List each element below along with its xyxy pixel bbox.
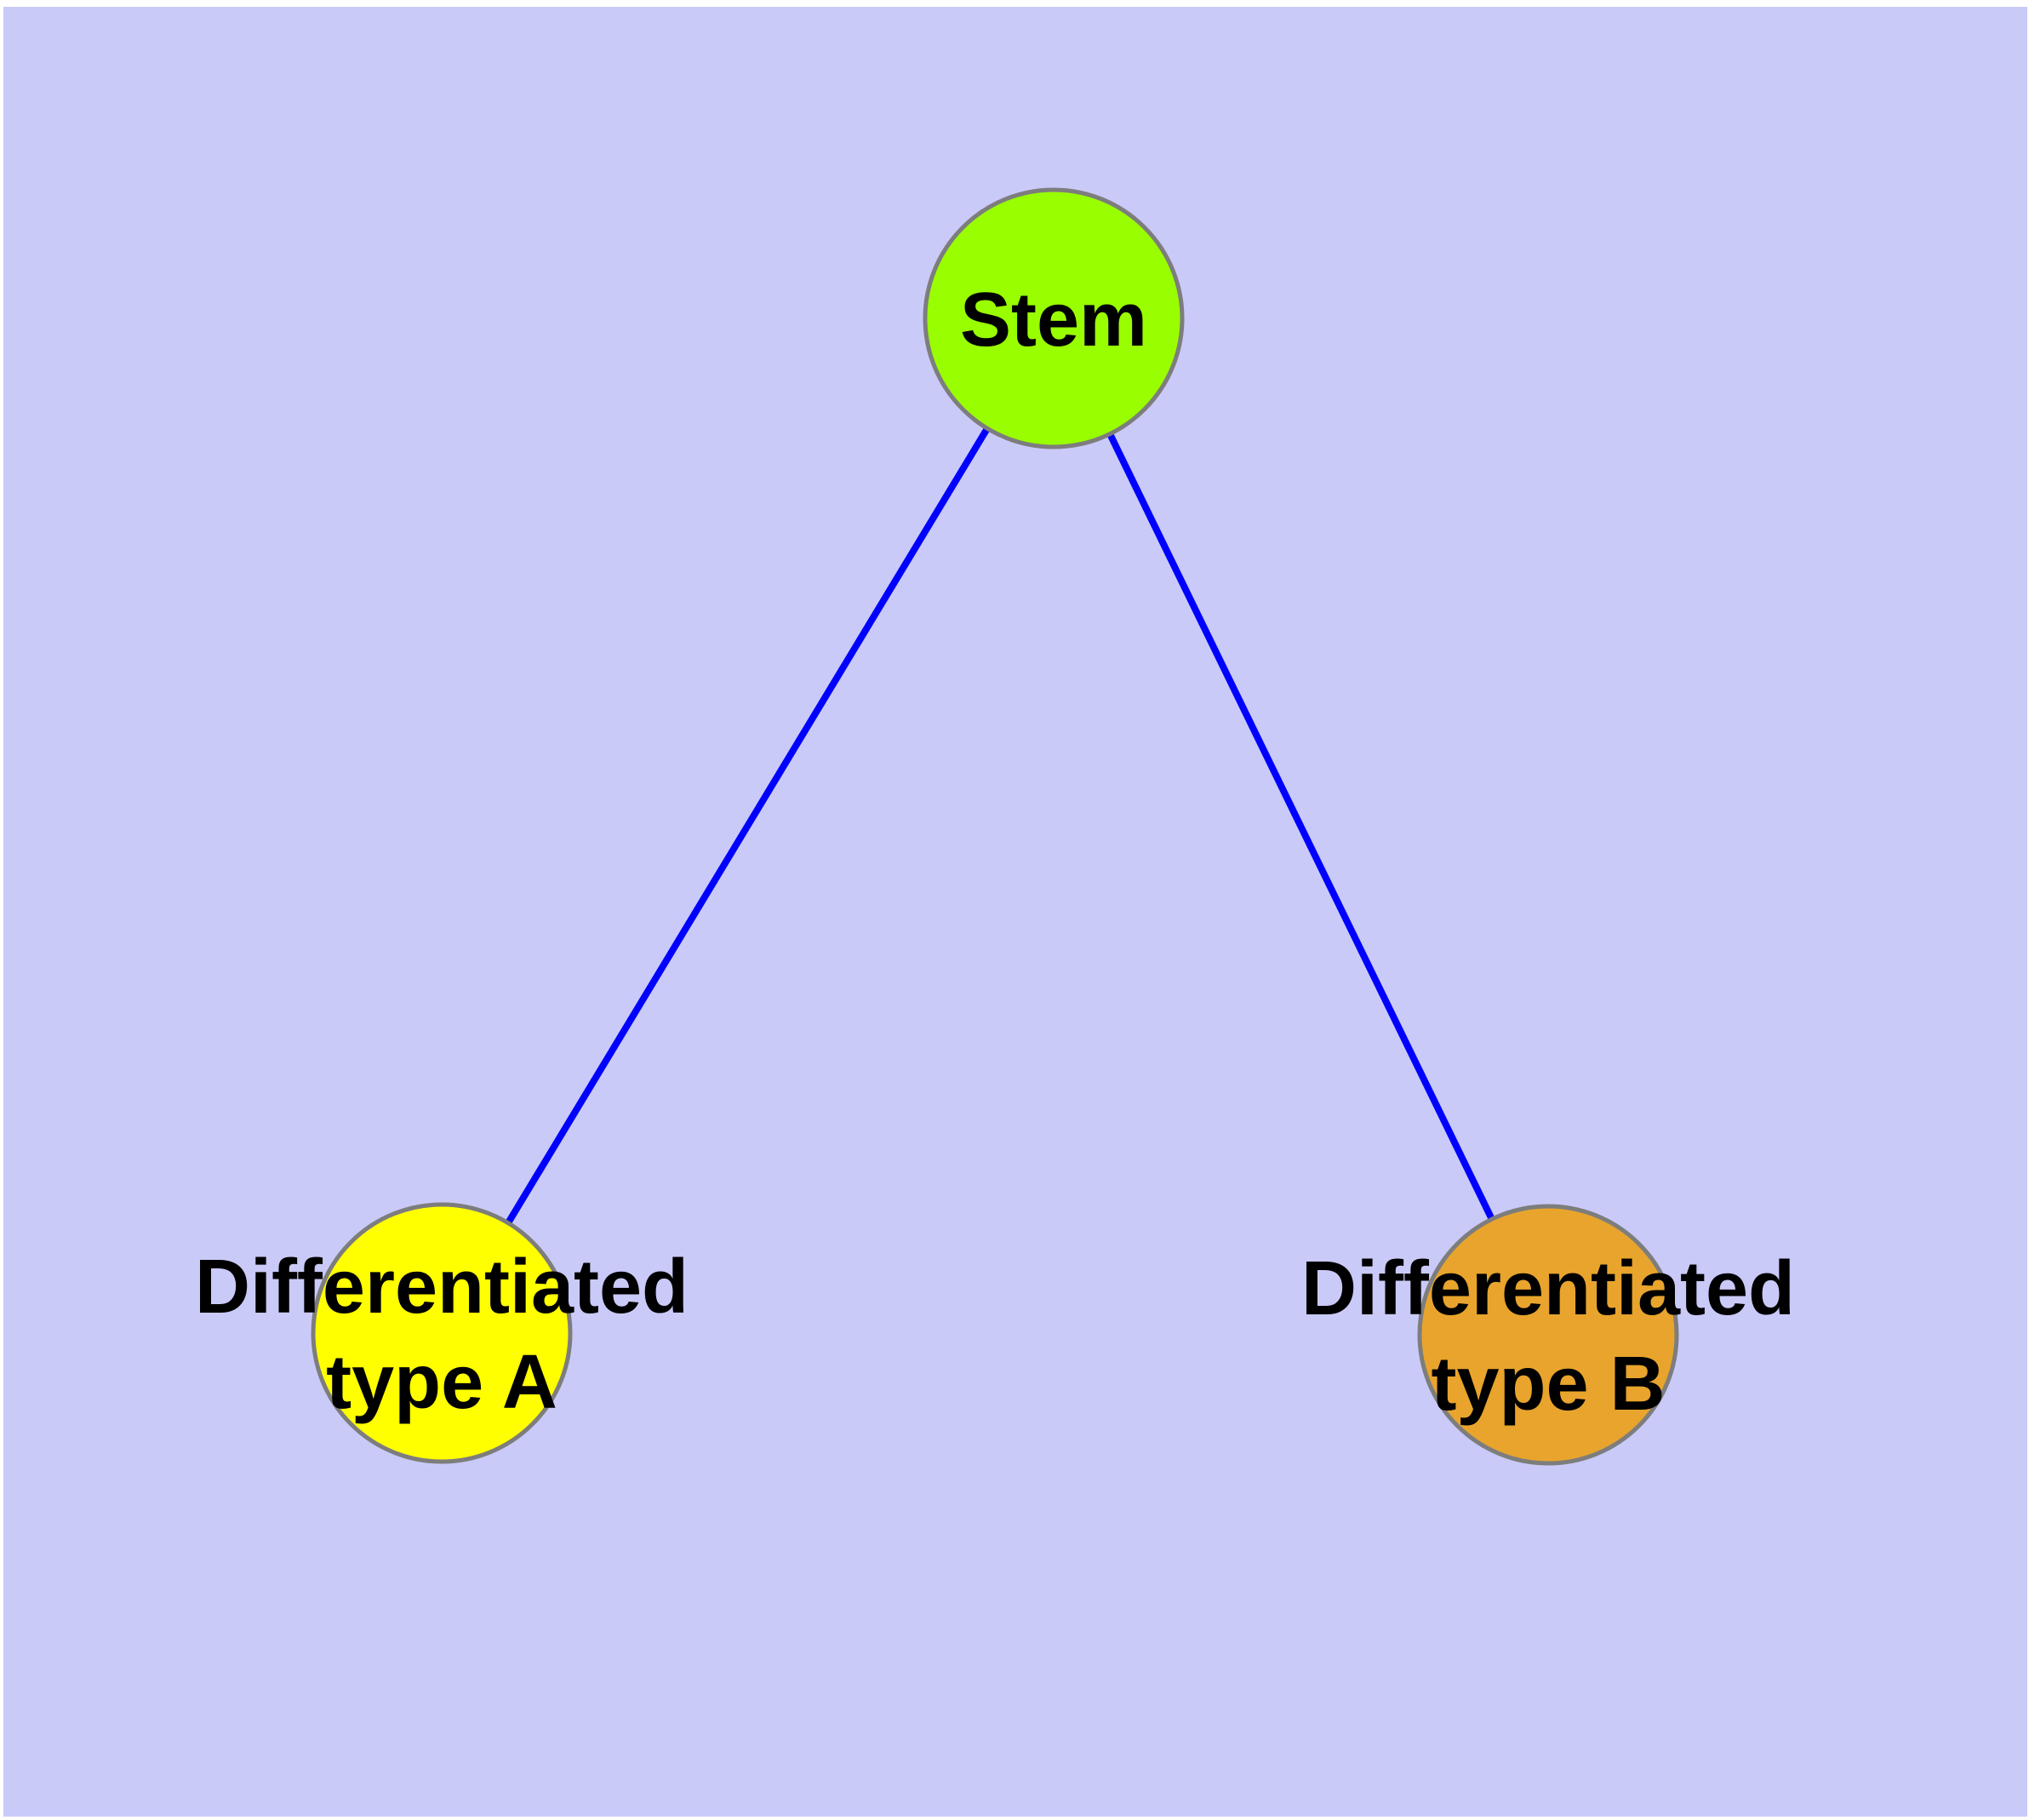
edge-stem-typeB (1106, 432, 1495, 1221)
node-stem-circle (923, 187, 1185, 449)
node-typeB-circle (1417, 1204, 1679, 1466)
edges-layer (505, 426, 1495, 1225)
node-stem: Stem (923, 187, 1185, 449)
node-stem-label: Stem (960, 278, 1147, 363)
node-typeA-circle (311, 1202, 573, 1464)
edge-stem-typeA (505, 426, 991, 1225)
